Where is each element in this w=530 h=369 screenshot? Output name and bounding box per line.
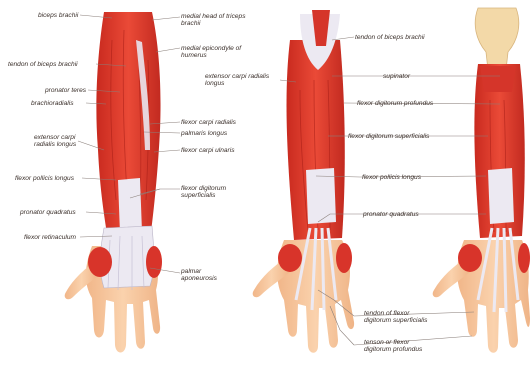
- right-forearm: [433, 8, 530, 353]
- left-thenar: [88, 247, 112, 277]
- label-medial-epicondyle-line-2: humerus: [181, 52, 241, 59]
- label-fds-left-line-2: superficialis: [181, 192, 226, 199]
- label-medial-epicondyle-line-1: medial epicondyle of: [181, 45, 241, 52]
- label-ecrl-left-line-1: extensor carpi: [34, 134, 76, 141]
- label-flexor-pollicis-longus-left: flexor pollicis longus: [15, 175, 74, 182]
- label-medial-epicondyle: medial epicondyle of humerus: [181, 45, 241, 60]
- label-fds-mid: flexor digitorum superficialis: [348, 133, 429, 140]
- label-tendon-fds-line-2: digitorum superficialis: [364, 317, 427, 324]
- right-hypothenar: [518, 243, 530, 273]
- label-pronator-teres: pronator teres: [45, 87, 86, 94]
- label-ecrl-left-line-2: radialis longus: [34, 141, 76, 148]
- label-fds-left: flexor digitorum superficialis: [181, 185, 226, 200]
- label-pronator-quadratus-mid: pronator quadratus: [363, 211, 419, 218]
- left-fds-tendons: [118, 178, 142, 234]
- label-pronator-quadratus-left: pronator quadratus: [20, 209, 76, 216]
- label-palmaris-longus: palmaris longus: [181, 130, 227, 137]
- label-tendon-of-biceps-brachii-mid: tendon of biceps brachii: [355, 34, 425, 41]
- label-palmar-aponeurosis: palmar aponeurosis: [181, 268, 217, 283]
- label-tendon-fds-line-1: tendon of flexor: [364, 310, 427, 317]
- label-tendon-fdp-line-1: tenson or flexor: [364, 339, 422, 346]
- label-medial-head-triceps-line-1: medial head of triceps: [181, 13, 246, 20]
- label-ecrl-mid-line-2: longus: [205, 80, 269, 87]
- left-forearm: [65, 12, 162, 353]
- label-fds-left-line-1: flexor digitorum: [181, 185, 226, 192]
- label-flexor-retinaculum: flexor retinaculum: [24, 234, 76, 241]
- label-biceps-brachii: biceps brachii: [38, 12, 78, 19]
- middle-thenar: [278, 244, 302, 272]
- label-tendon-of-biceps-brachii-left: tendon of biceps brachii: [8, 61, 78, 68]
- middle-forearm: [253, 10, 354, 353]
- right-supinator: [480, 66, 516, 92]
- middle-hypothenar: [336, 243, 352, 273]
- label-ecrl-left: extensor carpi radialis longus: [34, 134, 76, 149]
- label-ecrl-mid-line-1: extensor carpi radialis: [205, 73, 269, 80]
- label-flexor-carpi-radialis: flexor carpi radialis: [181, 119, 236, 126]
- label-fdp: flexor digitorum profundus: [357, 100, 433, 107]
- label-flexor-pollicis-longus-mid: flexor pollicis longus: [362, 174, 421, 181]
- label-palmar-aponeurosis-line-2: aponeurosis: [181, 275, 217, 282]
- right-fdp-tendon: [488, 168, 514, 224]
- label-flexor-carpi-ulnaris: flexor carpi ulnaris: [181, 147, 235, 154]
- label-tendon-fdp-line-2: digitorum profundus: [364, 346, 422, 353]
- right-bone: [475, 8, 519, 70]
- label-medial-head-triceps: medial head of triceps brachii: [181, 13, 246, 28]
- label-ecrl-mid: extensor carpi radialis longus: [205, 73, 269, 88]
- label-tendon-fdp: tenson or flexor digitorum profundus: [364, 339, 422, 354]
- label-tendon-fds: tendon of flexor digitorum superficialis: [364, 310, 427, 325]
- right-thenar: [458, 244, 482, 272]
- label-supinator: supinator: [383, 73, 410, 80]
- left-hypothenar: [146, 246, 162, 278]
- label-palmar-aponeurosis-line-1: palmar: [181, 268, 217, 275]
- label-medial-head-triceps-line-2: brachii: [181, 20, 246, 27]
- label-brachioradialis: brachioradialis: [31, 100, 74, 107]
